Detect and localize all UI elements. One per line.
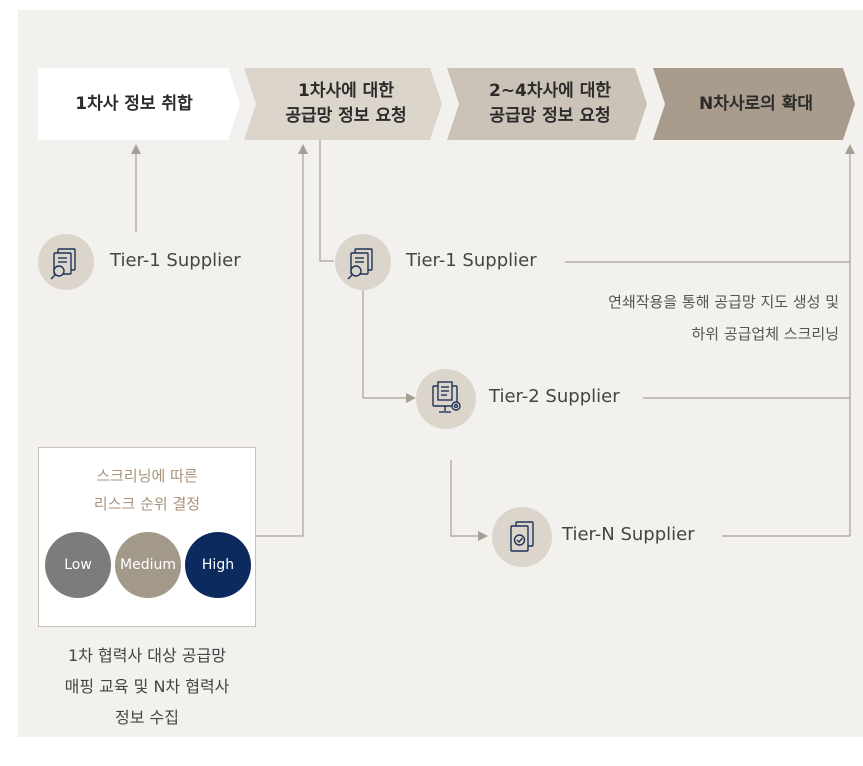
step-3-label: 2~4차사에 대한 공급망 정보 요청: [488, 81, 612, 126]
monitor-document-gear-icon: [416, 369, 476, 429]
risk-medium-circle: Medium: [115, 532, 181, 598]
step-shape-1: [38, 68, 240, 140]
tierN-supplier-label: Tier-N Supplier: [562, 524, 695, 545]
risk-caption: 1차 협력사 대상 공급망 매핑 교육 및 N차 협력사 정보 수집: [30, 640, 264, 733]
connector-step2-to-tier1: [319, 140, 334, 262]
tier2-supplier-label: Tier-2 Supplier: [489, 386, 620, 407]
mapping-note-line1: 연쇄작용을 통해 공급망 지도 생성 및: [608, 293, 839, 311]
caption-line1: 1차 협력사 대상 공급망: [68, 646, 226, 665]
caption-line3: 정보 수집: [115, 708, 179, 727]
connector-tier2-to-tierN: [450, 460, 488, 541]
step-shape-2: [244, 68, 442, 140]
step-shape-3: [447, 68, 647, 140]
document-check-icon: [492, 507, 552, 567]
left-tier1-supplier-label: Tier-1 Supplier: [110, 250, 241, 271]
step-2-label: 1차사에 대한 공급망 정보 요청: [285, 81, 407, 126]
document-search-icon: [335, 234, 391, 290]
step-4-label: N차사로의 확대: [699, 93, 813, 114]
risk-ranking-box: 스크리닝에 따른 리스크 순위 결정 Low Medium High: [38, 447, 256, 627]
risk-title-line1: 스크리닝에 따른: [96, 467, 198, 485]
risk-medium-label: Medium: [120, 557, 176, 573]
risk-low-label: Low: [64, 557, 92, 573]
step-shape-4: [653, 68, 855, 140]
risk-title: 스크리닝에 따른 리스크 순위 결정: [39, 462, 255, 518]
caption-line2: 매핑 교육 및 N차 협력사: [64, 677, 230, 696]
risk-title-line2: 리스크 순위 결정: [93, 495, 201, 513]
mapping-note: 연쇄작용을 통해 공급망 지도 생성 및 하위 공급업체 스크리닝: [608, 286, 839, 350]
mapping-note-line2: 하위 공급업체 스크리닝: [691, 325, 839, 343]
connector-tier1-to-tier2: [362, 290, 416, 403]
step-1-label: 1차사 정보 취합: [75, 93, 193, 114]
tier1-supplier-label: Tier-1 Supplier: [406, 250, 537, 271]
connector-risk-to-step2: [256, 144, 308, 537]
document-search-icon: [38, 234, 94, 290]
risk-low-circle: Low: [45, 532, 111, 598]
risk-high-circle: High: [185, 532, 251, 598]
risk-high-label: High: [201, 557, 235, 573]
